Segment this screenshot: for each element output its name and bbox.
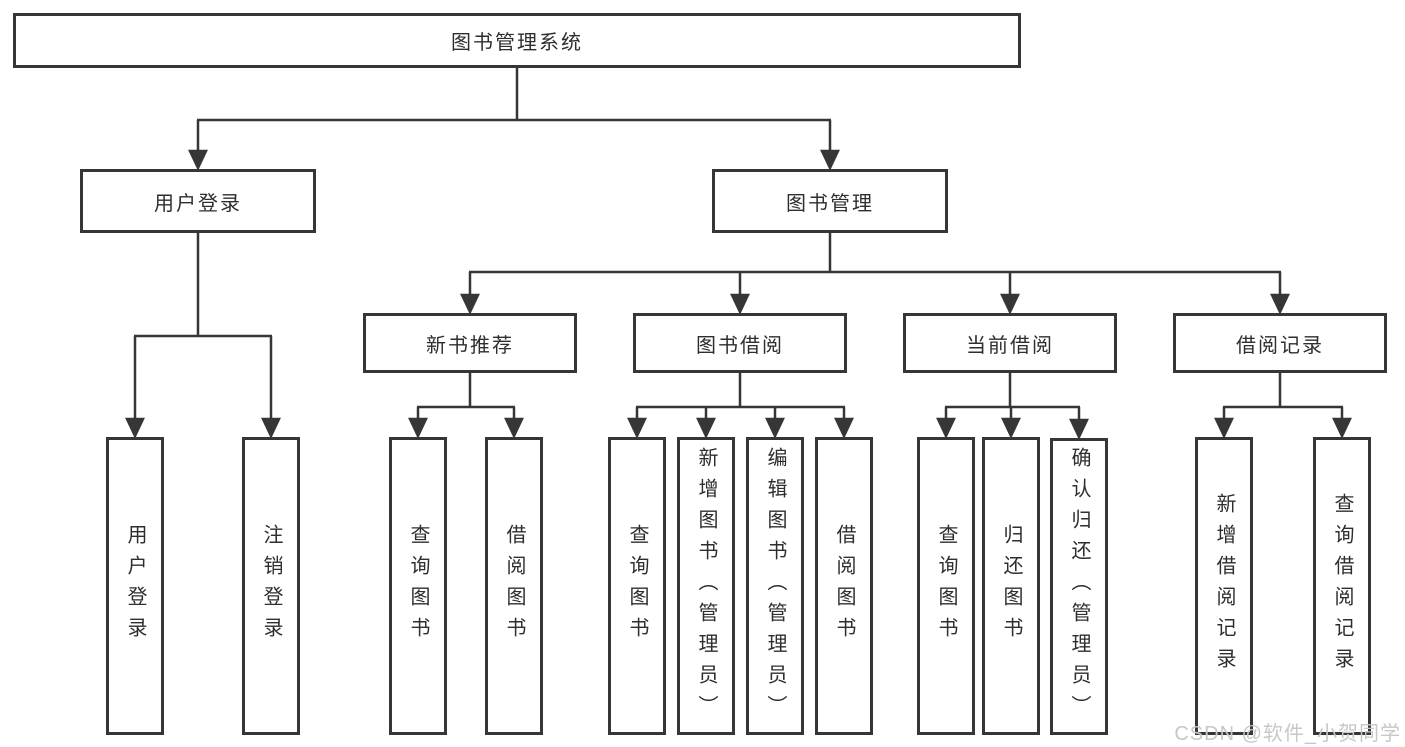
- node-book-borrow-label: 图书借阅: [696, 334, 784, 357]
- node-user-login-group: 用户登录: [80, 169, 316, 233]
- node-current-borrow-label: 当前借阅: [966, 334, 1054, 357]
- node-root-label: 图书管理系统: [451, 32, 583, 54]
- leaf-query-books-recommend-label: 查询图书: [407, 524, 429, 648]
- leaf-confirm-return-admin-label: 确认归还（管理员）: [1068, 447, 1090, 726]
- leaf-query-books-current: 查询图书: [917, 437, 975, 735]
- leaf-add-book-admin-label: 新增图书（管理员）: [695, 446, 717, 726]
- leaf-user-login: 用户登录: [106, 437, 164, 735]
- leaf-return-book: 归还图书: [982, 437, 1040, 735]
- node-borrow-records-label: 借阅记录: [1236, 334, 1324, 357]
- leaf-edit-book-admin: 编辑图书（管理员）: [746, 437, 804, 735]
- node-borrow-records: 借阅记录: [1173, 313, 1387, 373]
- node-book-borrow: 图书借阅: [633, 313, 847, 373]
- leaf-return-book-label: 归还图书: [1000, 524, 1022, 648]
- leaf-borrow-books-label: 借阅图书: [833, 524, 855, 648]
- leaf-query-borrow-record-label: 查询借阅记录: [1331, 493, 1353, 679]
- leaf-query-books-recommend: 查询图书: [389, 437, 447, 735]
- node-root: 图书管理系统: [13, 13, 1021, 68]
- leaf-confirm-return-admin: 确认归还（管理员）: [1050, 438, 1108, 735]
- node-book-management: 图书管理: [712, 169, 948, 233]
- node-current-borrow: 当前借阅: [903, 313, 1117, 373]
- leaf-add-book-admin: 新增图书（管理员）: [677, 437, 735, 735]
- leaf-add-borrow-record-label: 新增借阅记录: [1213, 493, 1235, 679]
- leaf-query-books-borrow: 查询图书: [608, 437, 666, 735]
- leaf-logout-label: 注销登录: [260, 524, 282, 648]
- leaf-borrow-books-recommend: 借阅图书: [485, 437, 543, 735]
- leaf-query-borrow-record: 查询借阅记录: [1313, 437, 1371, 735]
- node-book-management-label: 图书管理: [786, 192, 874, 215]
- leaf-borrow-books: 借阅图书: [815, 437, 873, 735]
- node-user-login-group-label: 用户登录: [154, 192, 242, 215]
- leaf-query-books-borrow-label: 查询图书: [626, 524, 648, 648]
- node-new-book-recommend: 新书推荐: [363, 313, 577, 373]
- leaf-edit-book-admin-label: 编辑图书（管理员）: [764, 446, 786, 726]
- leaf-logout: 注销登录: [242, 437, 300, 735]
- leaf-user-login-label: 用户登录: [124, 524, 146, 648]
- leaf-borrow-books-recommend-label: 借阅图书: [503, 524, 525, 648]
- leaf-query-books-current-label: 查询图书: [935, 524, 957, 648]
- node-new-book-recommend-label: 新书推荐: [426, 334, 514, 357]
- csdn-watermark: CSDN @软件_小贺同学: [1174, 723, 1401, 745]
- leaf-add-borrow-record: 新增借阅记录: [1195, 437, 1253, 735]
